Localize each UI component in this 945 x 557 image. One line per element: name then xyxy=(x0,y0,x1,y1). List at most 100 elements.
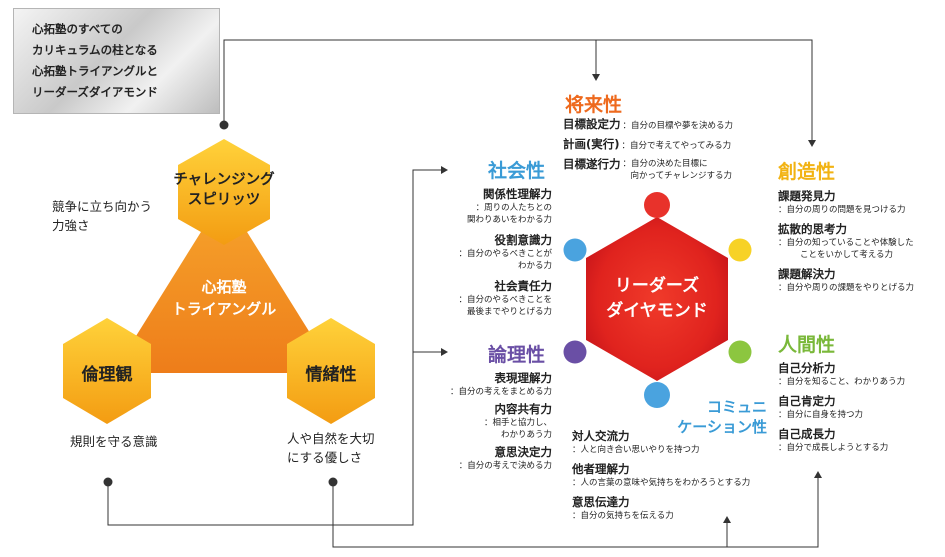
ningen-desc: ：自分を知ること、わかりあう力 xyxy=(778,377,906,387)
shintaku-triangle xyxy=(113,195,335,373)
circle-ningen xyxy=(728,340,752,364)
hexagon-top-label-line: スピリッツ xyxy=(187,192,261,208)
left-bottom-line xyxy=(107,166,448,526)
line-dot-right xyxy=(328,477,338,487)
top-hex-description: 競争に立ち向かう 力強さ xyxy=(52,197,152,235)
comm-list: 対人交流力 ：人と向き合い思いやりを持つ力 他者理解力 ：人の言葉の意味や気持ち… xyxy=(572,428,750,522)
shourai-term: 計画(実行) xyxy=(563,137,620,151)
souzou-list: 課題発見力 ：自分の周りの問題を見つける力 拡散的思考力 ：自分の知っていること… xyxy=(778,188,914,294)
ningen-desc: ：自分に自身を持つ力 xyxy=(778,410,864,420)
shourai-item: 目標設定力 ：自分の目標や夢を決める力 xyxy=(563,116,733,136)
souzou-desc-line: ：自分や周りの課題をやりとげる力 xyxy=(778,283,915,293)
diamond-center-line: ダイヤモンド xyxy=(606,301,708,321)
ronri-list: 表現理解力 ：自分の考えをまとめる力 内容共有力 ：相手と協力し、 わかりあう力… xyxy=(450,370,552,472)
left-hex-description: 規則を守る意識 xyxy=(70,434,158,449)
comm-title: コミュニ ケーション性 xyxy=(677,397,767,437)
diamond-hexagon xyxy=(586,217,728,381)
ningen-title: 人間性 xyxy=(778,334,836,356)
top-loop-line xyxy=(223,39,816,147)
souzou-term: 課題発見力 xyxy=(778,189,836,203)
shourai-list: 目標設定力 ：自分の目標や夢を決める力 計画(実行) ：自分で考えてやってみる力… xyxy=(563,116,733,182)
ningen-desc: ：自分で成長しようとする力 xyxy=(778,443,889,453)
shakai-desc-line: 最後までやりとげる力 xyxy=(466,307,552,317)
intro-note-line: リーダーズダイアモンド xyxy=(32,85,158,99)
comm-term: 他者理解力 xyxy=(572,462,630,476)
shourai-desc: ：自分の目標や夢を決める力 xyxy=(622,121,734,131)
line-dot-top xyxy=(219,120,229,130)
shakai-desc-line: ：自分のやるべきことが xyxy=(458,249,552,259)
shourai-desc: ：自分で考えてやってみる力 xyxy=(621,141,732,151)
right-hex-description: 人や自然を大切 にする優しさ xyxy=(287,429,375,467)
circle-ronri xyxy=(563,340,587,364)
shourai-desc-line: 向かってチャレンジする力 xyxy=(630,171,733,181)
shakai-term: 関係性理解力 xyxy=(483,187,552,201)
shourai-item: 目標遂行力 ：自分の決めた目標に 向かってチャレンジする力 xyxy=(563,156,733,182)
shakai-term: 役割意識力 xyxy=(494,233,553,247)
circle-souzou xyxy=(728,238,752,262)
intro-note-line: カリキュラムの柱となる xyxy=(32,43,158,57)
comm-term: 対人交流力 xyxy=(572,429,630,443)
souzou-title: 創造性 xyxy=(778,161,836,183)
comm-term: 意思伝達力 xyxy=(572,495,630,509)
ronri-desc-line: ：自分の考えをまとめる力 xyxy=(449,387,552,397)
souzou-desc-line: ことをいかして考える力 xyxy=(800,250,893,260)
comm-title-line: コミュニ xyxy=(706,398,767,416)
diamond-center-label: リーダーズ ダイヤモンド xyxy=(592,274,722,324)
souzou-desc-line: ：自分の知っていることや体験した xyxy=(778,238,914,248)
circle-shourai xyxy=(644,192,670,218)
triangle-center-label: 心拓塾 トライアングル xyxy=(154,276,294,320)
ronri-desc-line: ：相手と協力し、 xyxy=(483,418,552,428)
comm-desc: ：人の言葉の意味や気持ちをわかろうとする力 xyxy=(572,478,751,488)
ronri-term: 意思決定力 xyxy=(494,445,553,459)
right-bottom-line xyxy=(332,471,822,548)
shakai-desc-line: わかる力 xyxy=(517,261,552,271)
shakai-term: 社会責任力 xyxy=(494,279,553,293)
shakai-list: 関係性理解力 ：周りの人たちとの 関わりあいをわかる力 役割意識力 ：自分のやる… xyxy=(458,186,552,318)
shourai-item: 計画(実行) ：自分で考えてやってみる力 xyxy=(563,136,733,156)
hexagon-right-label: 情緒性 xyxy=(305,365,357,385)
circle-comm xyxy=(644,382,670,408)
hexagon-right xyxy=(287,318,375,424)
hexagon-left-label: 倫理観 xyxy=(81,365,133,385)
hexagon-top-label: チャレンジング スピリッツ xyxy=(164,170,284,210)
souzou-term: 拡散的思考力 xyxy=(778,222,847,236)
line-dot-left xyxy=(103,477,113,487)
intro-note-line: 心拓塾トライアングルと xyxy=(32,64,159,78)
right-hex-description-line: にする優しさ xyxy=(287,450,363,465)
comm-desc: ：人と向き合い思いやりを持つ力 xyxy=(572,445,700,455)
connector-lines xyxy=(107,39,822,548)
shourai-desc-line: ：自分の決めた目標に xyxy=(622,159,708,169)
comm-desc: ：自分の気持ちを伝える力 xyxy=(572,511,674,521)
souzou-term: 課題解決力 xyxy=(778,267,836,281)
comm-title-line: ケーション性 xyxy=(677,418,767,436)
triangle-center-line: トライアングル xyxy=(171,300,277,318)
ronri-term: 表現理解力 xyxy=(494,371,553,385)
shourai-term: 目標設定力 xyxy=(563,117,621,131)
top-hex-description-line: 競争に立ち向かう xyxy=(52,199,153,214)
hexagon-top-label-line: チャレンジング xyxy=(173,172,275,188)
intro-note-line: 心拓塾のすべての xyxy=(32,22,123,36)
ronri-desc-line: ：自分の考えで決める力 xyxy=(458,461,552,471)
right-hex-description-line: 人や自然を大切 xyxy=(287,431,375,446)
shakai-desc-line: ：自分のやるべきことを xyxy=(458,295,552,305)
triangle-center-line: 心拓塾 xyxy=(201,278,247,296)
ronri-title: 論理性 xyxy=(488,344,546,366)
ronri-term: 内容共有力 xyxy=(494,402,553,416)
shourai-term: 目標遂行力 xyxy=(563,157,621,171)
hexagon-top xyxy=(178,139,270,245)
shourai-title: 将来性 xyxy=(565,94,623,116)
shakai-title: 社会性 xyxy=(488,160,546,182)
ningen-term: 自己成長力 xyxy=(778,427,836,441)
ningen-term: 自己分析力 xyxy=(778,361,836,375)
souzou-desc-line: ：自分の周りの問題を見つける力 xyxy=(778,205,906,215)
ronri-desc-line: わかりあう力 xyxy=(500,430,552,440)
shakai-desc-line: ：周りの人たちとの xyxy=(475,203,552,213)
shakai-desc-line: 関わりあいをわかる力 xyxy=(466,215,552,225)
hexagon-left xyxy=(63,318,151,424)
ningen-term: 自己肯定力 xyxy=(778,394,836,408)
intro-note-box: 心拓塾のすべての カリキュラムの柱となる 心拓塾トライアングルと リーダーズダイ… xyxy=(13,8,220,114)
circle-shakai xyxy=(563,238,587,262)
top-hex-description-line: 力強さ xyxy=(52,218,90,233)
diamond-center-line: リーダーズ xyxy=(614,276,700,296)
